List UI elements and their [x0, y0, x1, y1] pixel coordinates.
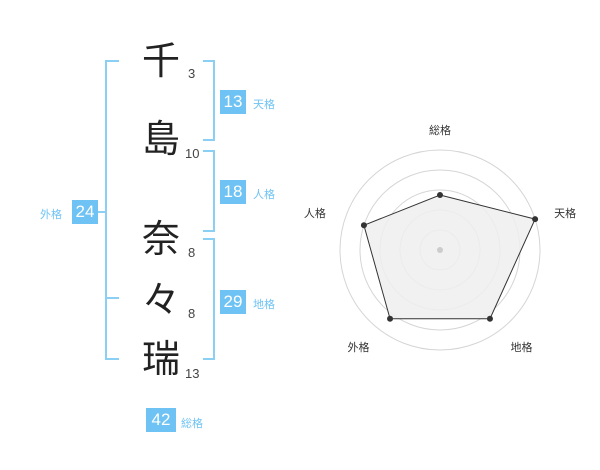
chikaku-badge: 29 [220, 290, 246, 314]
radar-point-2 [532, 216, 539, 223]
name-char-1: 千 [142, 39, 181, 83]
radar-point-5 [360, 222, 367, 229]
name-char-3: 奈 [142, 217, 181, 261]
gaikaku-label: 外格 [40, 208, 62, 221]
jinkaku-badge: 18 [220, 180, 246, 204]
radar-point-4 [387, 315, 394, 322]
gaikaku-badge: 24 [72, 200, 98, 224]
radar-grid-ring-5 [339, 149, 541, 351]
jinkaku-bracket [203, 150, 215, 232]
stroke-count-2: 10 [185, 146, 200, 161]
chikaku-label: 地格 [253, 298, 275, 311]
radar-axis-label-4: 外格 [347, 340, 369, 354]
stroke-count-1: 3 [188, 66, 196, 81]
soukaku-label: 総格 [181, 417, 203, 430]
jinkaku-label: 人格 [253, 188, 275, 201]
gaikaku-bracket [105, 60, 119, 360]
stroke-count-3: 8 [188, 245, 196, 260]
radar-area [363, 194, 536, 320]
radar-point-3 [486, 315, 493, 322]
tenkaku-badge: 13 [220, 90, 246, 114]
soukaku-badge: 42 [146, 408, 176, 432]
gaikaku-bracket-mid [105, 297, 119, 299]
tenkaku-bracket [203, 60, 215, 141]
radar-axis-label-5: 人格 [304, 206, 326, 220]
chikaku-bracket [203, 238, 215, 360]
name-char-4: 々 [142, 278, 181, 322]
tenkaku-label: 天格 [253, 98, 275, 111]
name-char-5: 瑞 [142, 337, 181, 381]
stroke-count-5: 13 [185, 366, 200, 381]
radar-axis-label-3: 地格 [511, 340, 533, 354]
name-char-2: 島 [142, 117, 181, 161]
radar-axis-label-1: 総格 [429, 123, 451, 137]
radar-axis-label-2: 天格 [554, 206, 576, 220]
radar-center-dot [437, 247, 443, 253]
radar-point-1 [437, 192, 443, 198]
gaikaku-connector [96, 211, 107, 213]
stroke-count-4: 8 [188, 306, 196, 321]
